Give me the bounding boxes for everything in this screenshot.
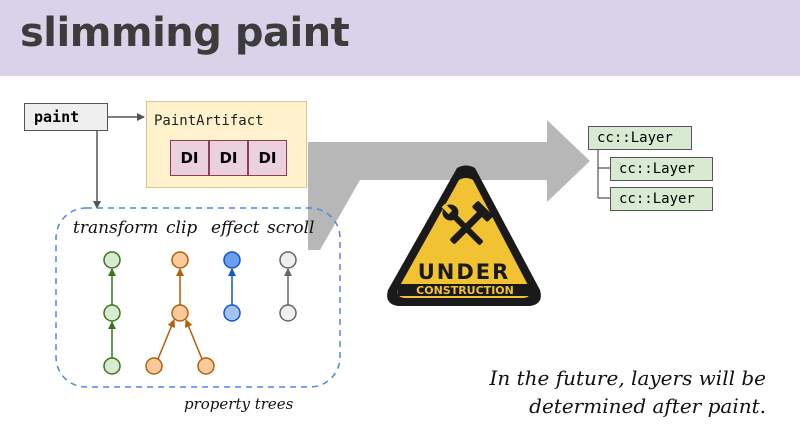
transform-node	[103, 251, 121, 269]
clip-node	[171, 251, 189, 269]
tools-icon	[441, 201, 493, 245]
transform-node	[103, 357, 121, 375]
future-note-line: In the future, layers will be	[489, 366, 766, 390]
tree-label-effect: effect	[211, 218, 260, 238]
sign-line-construction: CONSTRUCTION	[416, 284, 514, 297]
paint-box: paint	[24, 103, 108, 131]
transform-tree	[103, 251, 121, 375]
sign-line-under: UNDER	[418, 260, 511, 284]
under-construction-sign: UNDER CONSTRUCTION	[387, 165, 541, 306]
paint-artifact-label: PaintArtifact	[154, 113, 264, 129]
tree-label-transform: transform	[73, 218, 159, 238]
scroll-tree	[279, 251, 297, 322]
tree-label-clip: clip	[166, 218, 198, 238]
property-trees-caption: property trees	[184, 395, 294, 413]
clip-node	[171, 304, 189, 322]
big-merge-arrow	[308, 120, 590, 250]
clip-node	[145, 357, 163, 375]
future-note-line: determined after paint.	[529, 394, 766, 418]
future-note: In the future, layers will be determined…	[489, 364, 766, 420]
transform-node	[103, 304, 121, 322]
display-item: DI	[209, 140, 248, 176]
cc-layer-child: cc::Layer	[610, 157, 713, 181]
display-item: DI	[170, 140, 209, 176]
title-bar	[0, 0, 800, 76]
effect-node	[223, 251, 241, 269]
effect-tree	[223, 251, 241, 322]
tree-label-scroll: scroll	[267, 218, 315, 238]
effect-node	[223, 304, 241, 322]
cc-layer-root: cc::Layer	[588, 126, 692, 150]
property-trees-container	[55, 207, 341, 388]
scroll-node	[279, 304, 297, 322]
display-item: DI	[248, 140, 287, 176]
clip-node	[197, 357, 215, 375]
slide-title: slimming paint	[20, 10, 350, 56]
cc-layer-child: cc::Layer	[610, 187, 713, 211]
clip-tree	[145, 251, 215, 375]
layer-tree-connector	[597, 148, 610, 199]
scroll-node	[279, 251, 297, 269]
